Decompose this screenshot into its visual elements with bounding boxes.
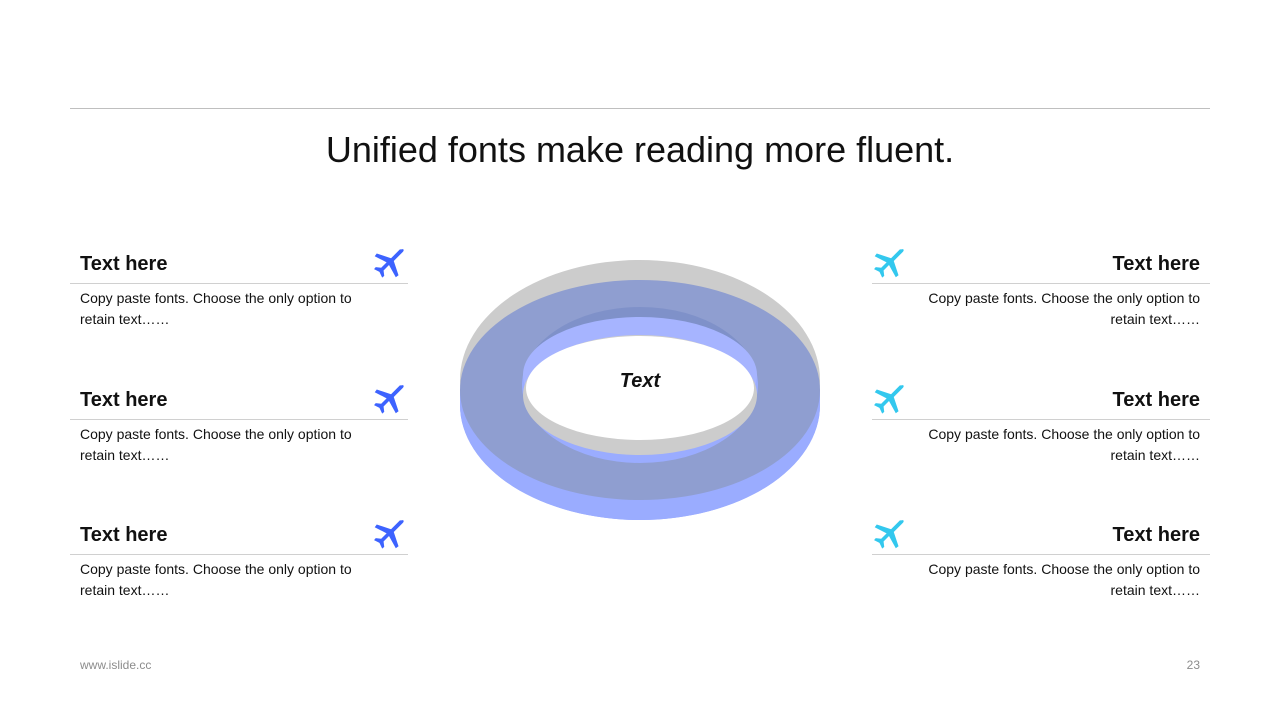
item-description: Copy paste fonts. Choose the only option… xyxy=(80,561,352,598)
right-item-1: Text here Copy paste fonts. Choose the o… xyxy=(872,246,1210,356)
airplane-icon xyxy=(372,246,406,280)
item-divider xyxy=(872,283,1210,284)
airplane-icon xyxy=(372,382,406,416)
footer-website[interactable]: www.islide.cc xyxy=(80,658,152,672)
left-item-1: Text here Copy paste fonts. Choose the o… xyxy=(70,246,408,356)
item-description: Copy paste fonts. Choose the only option… xyxy=(928,561,1200,598)
airplane-icon xyxy=(372,517,406,551)
item-description: Copy paste fonts. Choose the only option… xyxy=(928,426,1200,463)
ring-hole-inner xyxy=(526,336,754,440)
item-title: Text here xyxy=(80,253,168,275)
item-divider xyxy=(70,419,408,420)
item-description: Copy paste fonts. Choose the only option… xyxy=(80,290,352,327)
page-title: Unified fonts make reading more fluent. xyxy=(325,129,955,170)
airplane-icon xyxy=(872,517,906,551)
page-number: 23 xyxy=(1186,658,1200,672)
ring-diagram xyxy=(460,260,820,520)
item-divider xyxy=(70,554,408,555)
center-label: Text xyxy=(619,370,661,392)
airplane-icon xyxy=(872,246,906,280)
left-item-3: Text here Copy paste fonts. Choose the o… xyxy=(70,517,408,627)
item-description: Copy paste fonts. Choose the only option… xyxy=(80,426,352,463)
right-item-2: Text here Copy paste fonts. Choose the o… xyxy=(872,382,1210,492)
right-item-3: Text here Copy paste fonts. Choose the o… xyxy=(872,517,1210,627)
top-divider xyxy=(70,108,1210,109)
left-item-2: Text here Copy paste fonts. Choose the o… xyxy=(70,382,408,492)
item-title: Text here xyxy=(1112,524,1200,546)
airplane-icon xyxy=(872,382,906,416)
item-title: Text here xyxy=(80,524,168,546)
ring-top-face xyxy=(460,280,820,500)
item-title: Text here xyxy=(1112,389,1200,411)
item-description: Copy paste fonts. Choose the only option… xyxy=(928,290,1200,327)
item-title: Text here xyxy=(80,389,168,411)
item-title: Text here xyxy=(1112,253,1200,275)
item-divider xyxy=(872,419,1210,420)
item-divider xyxy=(872,554,1210,555)
item-divider xyxy=(70,283,408,284)
